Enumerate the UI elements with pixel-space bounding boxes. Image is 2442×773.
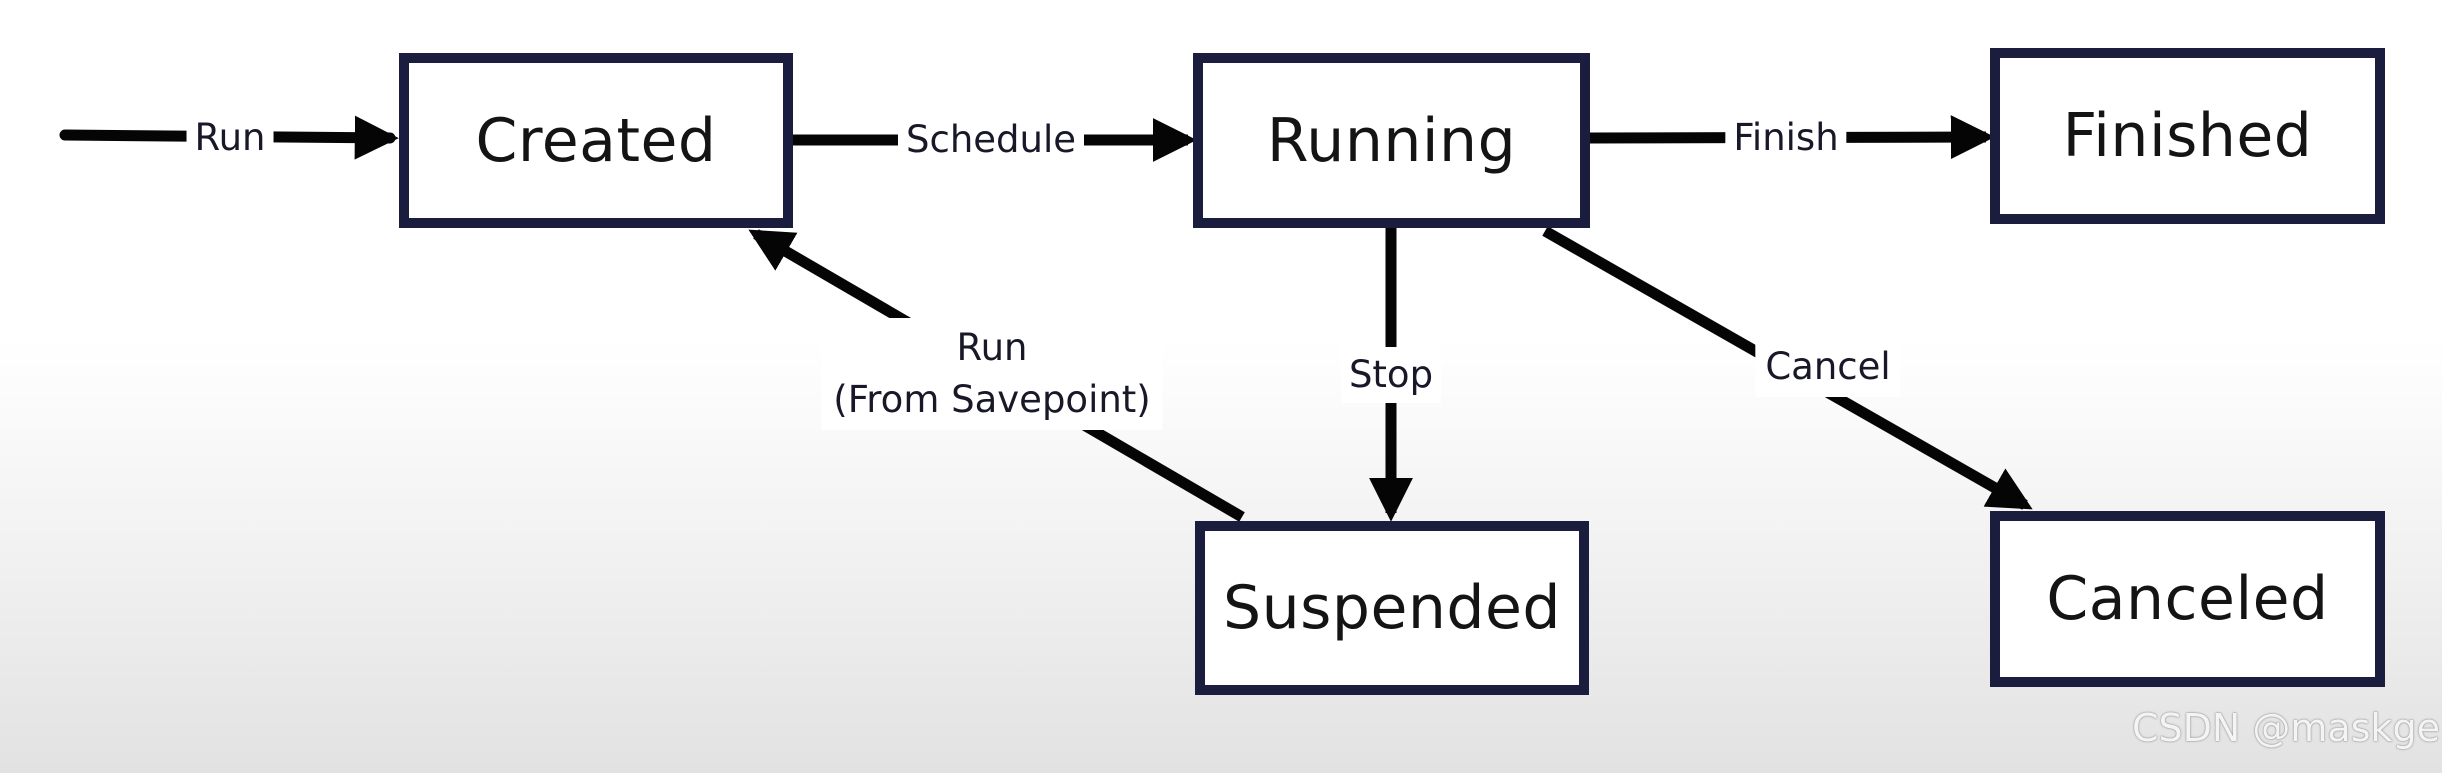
state-canceled-label: Canceled — [2046, 564, 2329, 634]
label-cancel: Cancel — [1755, 337, 1901, 397]
state-running-label: Running — [1266, 105, 1517, 176]
state-finished-label: Finished — [2062, 101, 2313, 171]
label-schedule: Schedule — [897, 114, 1085, 166]
label-finish: Finish — [1725, 112, 1847, 164]
state-finished: Finished — [1990, 48, 2385, 224]
state-canceled: Canceled — [1990, 511, 2385, 687]
label-run-entry: Run — [186, 112, 274, 164]
label-run-from-savepoint-line2: (From Savepoint) — [833, 378, 1151, 421]
label-run-from-savepoint-line1: Run — [956, 326, 1028, 369]
state-created-label: Created — [475, 105, 717, 176]
state-created: Created — [399, 53, 793, 228]
label-run-from-savepoint: Run (From Savepoint) — [821, 318, 1163, 430]
state-suspended: Suspended — [1195, 521, 1589, 695]
label-stop: Stop — [1340, 347, 1442, 403]
state-suspended-label: Suspended — [1223, 573, 1561, 643]
watermark-text: CSDN @maskge — [2131, 706, 2440, 750]
state-running: Running — [1193, 53, 1590, 228]
